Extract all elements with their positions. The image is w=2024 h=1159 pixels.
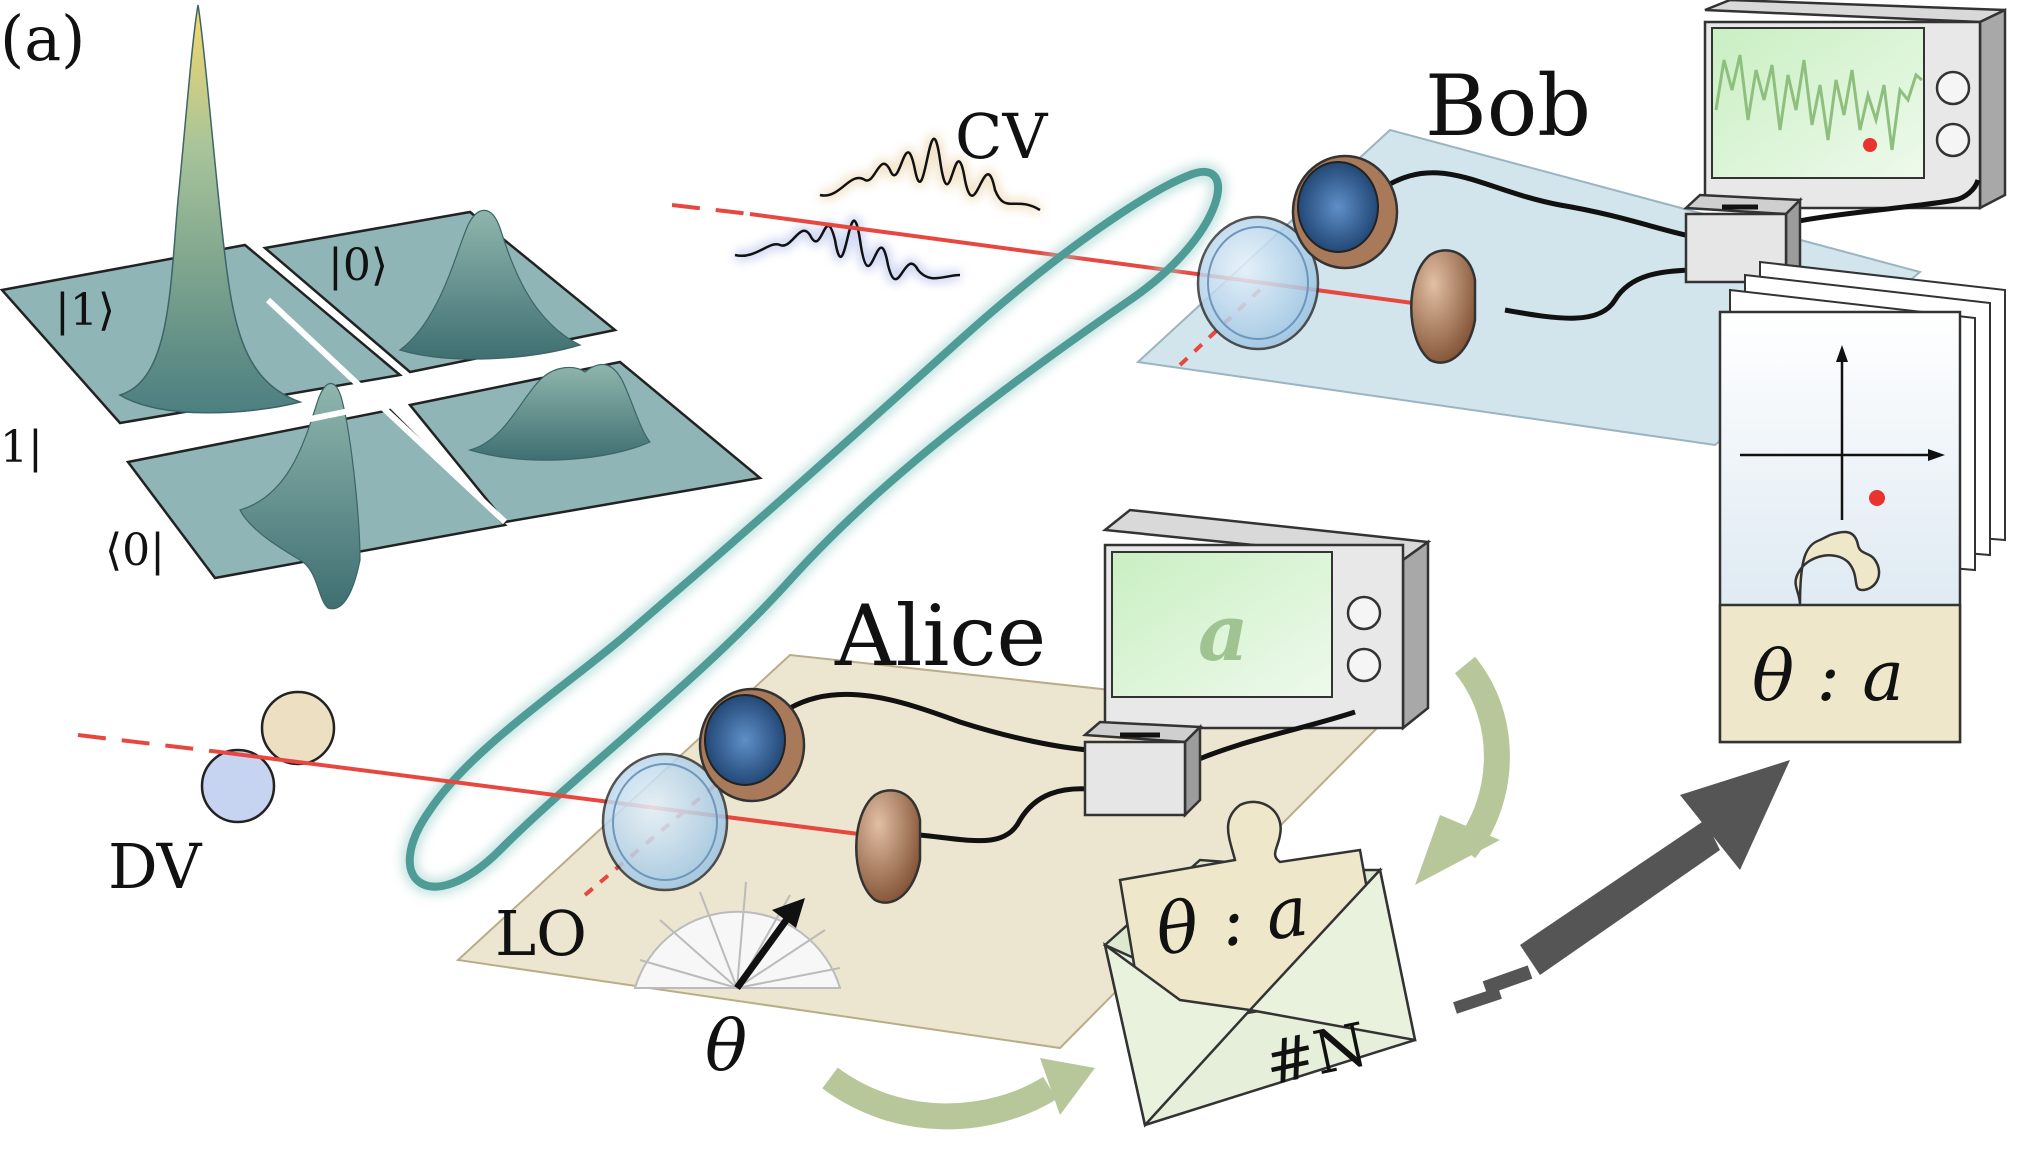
bob-noise-trace	[1714, 54, 1923, 151]
dv-label: DV	[108, 830, 203, 903]
bob-screen	[1711, 27, 1925, 179]
bob-beamsplitter	[1196, 215, 1320, 351]
cv-wavepacket	[733, 134, 1043, 285]
dv-photon-blue	[200, 748, 276, 824]
bob-detector-bottom	[1410, 249, 1477, 364]
curved-arrow-right	[1415, 656, 1510, 885]
bob-card-stack: θ : a	[1718, 260, 2006, 744]
phase-dial-needle	[734, 912, 793, 991]
curved-arrow-bottom	[822, 1058, 1095, 1130]
bob-card-text: θ : a	[1752, 635, 1904, 717]
wigner-plot: |1⟩ |0⟩ 1| ⟨0|	[0, 4, 763, 610]
alice-oscilloscope: a	[1101, 508, 1432, 731]
bob-cable-top	[1378, 170, 1691, 239]
alice-beamsplitter	[601, 752, 729, 892]
alice-detector-bottom	[855, 789, 922, 904]
dv-photon-beige	[260, 690, 336, 766]
wigner-ket-zero-label: |0⟩	[328, 240, 388, 291]
wigner-peak-cross-2	[467, 363, 651, 461]
lo-label: LO	[495, 897, 587, 970]
wigner-bra-one-label: 1|	[0, 422, 43, 473]
alice-screen-value: a	[1198, 588, 1249, 679]
bob-knob-top	[1935, 70, 1971, 106]
alice-cable-bottom	[919, 786, 1101, 844]
theta-label: θ	[705, 1005, 747, 1087]
bob-card-front: θ : a	[1718, 310, 1962, 744]
bob-oscilloscope	[1703, 0, 2007, 211]
alice-knob-bottom	[1346, 647, 1382, 683]
alice-processor-box	[1081, 720, 1203, 819]
bob-measurement-dot	[1863, 138, 1877, 152]
bob-label: Bob	[1425, 57, 1591, 155]
wigner-peak-zero	[398, 209, 582, 360]
envelope: θ : a #N	[1102, 800, 1417, 1128]
alice-screen	[1111, 551, 1333, 698]
phase-dial	[633, 881, 842, 991]
bob-knob-bottom	[1935, 122, 1971, 158]
cv-label: CV	[955, 100, 1048, 173]
bob-laser	[749, 212, 1451, 310]
bob-detector-top	[1291, 154, 1399, 270]
alice-laser	[219, 750, 891, 840]
alice-laser-dashed	[77, 733, 221, 754]
entanglement-loop	[400, 162, 1227, 896]
panel-label: (a)	[0, 2, 85, 75]
bob-card-point	[1869, 490, 1885, 506]
alice-detector-top	[698, 687, 806, 803]
alice-label: Alice	[834, 587, 1046, 685]
wigner-bra-zero-label: ⟨0|	[105, 525, 165, 576]
bob-cable-bottom	[1504, 267, 1701, 321]
alice-knob-top	[1346, 595, 1382, 631]
alice-cable-top	[788, 691, 1091, 753]
bob-laser-dashed	[671, 203, 751, 216]
wigner-ket-one-label: |1⟩	[55, 285, 115, 336]
alice-cable-scope	[1183, 709, 1356, 768]
wigner-peak-one	[118, 4, 303, 414]
transmission-arrow	[1453, 760, 1790, 1014]
